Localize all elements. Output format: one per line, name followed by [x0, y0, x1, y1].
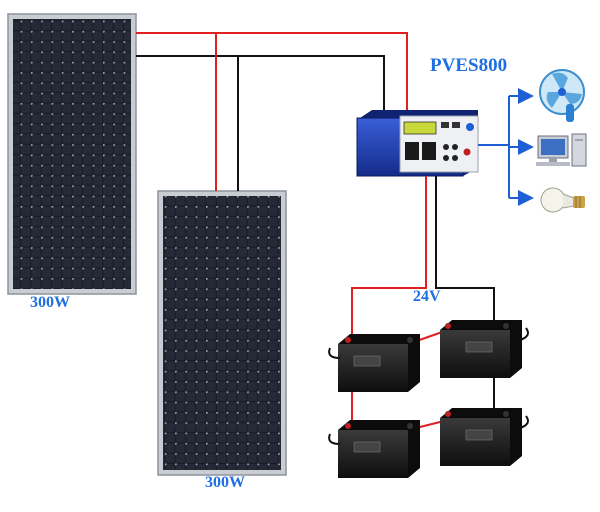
- positive-wire-battery: [351, 176, 427, 336]
- battery-4: [440, 408, 529, 466]
- panel-wiring: [136, 32, 408, 191]
- positive-wire-panel-1: [136, 32, 408, 112]
- output-arrows: [478, 88, 534, 206]
- light-bulb-icon: [540, 187, 585, 213]
- battery-voltage-label: 24V: [413, 288, 441, 305]
- computer-icon: [536, 133, 587, 167]
- solar-panel-1: [7, 13, 137, 295]
- battery-wiring: [351, 176, 495, 431]
- solar-panel-2: [157, 190, 287, 476]
- battery-2: [440, 320, 529, 378]
- outlet-1: [405, 142, 419, 160]
- battery-3: [328, 420, 420, 478]
- panel-1-power-label: 300W: [30, 294, 70, 311]
- lcd-display: [403, 121, 437, 135]
- inverter-controller: [356, 110, 479, 177]
- negative-wire-battery: [435, 176, 495, 326]
- battery-1: [328, 334, 420, 392]
- panel-2-power-label: 300W: [205, 474, 245, 491]
- fan-icon: [539, 69, 585, 122]
- negative-wire-panel-1: [136, 55, 385, 112]
- outlet-2: [422, 142, 436, 160]
- controller-model-label: PVES800: [430, 55, 508, 76]
